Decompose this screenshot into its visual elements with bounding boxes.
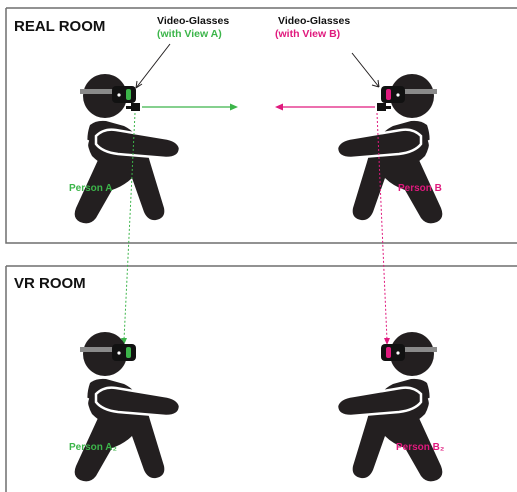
- real-room-title: REAL ROOM: [14, 18, 105, 35]
- callout-a-pointer: [136, 44, 170, 88]
- callout-a-title: Video-Glasses: [157, 15, 229, 27]
- person-a2-label: Person A₂: [69, 442, 117, 453]
- view-a-arrow: [142, 104, 238, 111]
- callout-b-subtitle: (with View B): [275, 28, 340, 40]
- vr-room-title: VR ROOM: [14, 275, 86, 292]
- person-a-label: Person A: [69, 183, 113, 194]
- callout-a-subtitle: (with View A): [157, 28, 222, 40]
- callout-b-title: Video-Glasses: [278, 15, 350, 27]
- view-b-arrow: [275, 104, 375, 111]
- person-b2-label: Person B₂: [396, 442, 444, 453]
- person-b-label: Person B: [398, 183, 442, 194]
- callout-b-pointer: [352, 53, 379, 87]
